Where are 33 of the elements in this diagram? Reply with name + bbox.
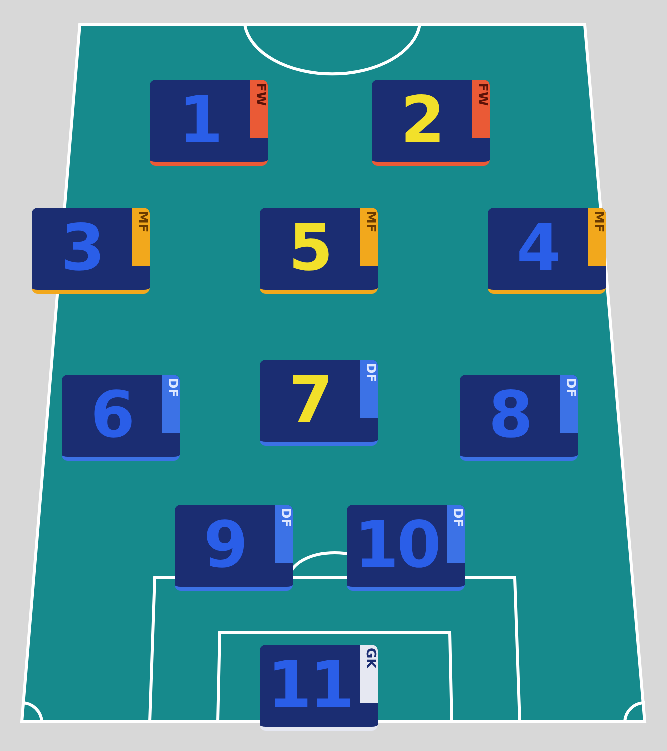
player-number: 10	[353, 508, 441, 585]
position-tag: DF	[162, 375, 180, 433]
position-tag: DF	[560, 375, 578, 433]
player-number: 3	[60, 211, 104, 288]
player-card	[372, 80, 490, 166]
player-card	[32, 208, 150, 294]
player-number: 7	[288, 363, 332, 440]
player-card	[460, 375, 578, 461]
player-card	[347, 505, 465, 591]
player-number: 4	[516, 211, 560, 288]
position-tag: GK	[360, 645, 378, 703]
player-card	[175, 505, 293, 591]
player-card	[488, 208, 606, 294]
player-number: 5	[288, 211, 332, 288]
player-number: 11	[266, 648, 354, 725]
position-tag: DF	[447, 505, 465, 563]
player-number: 8	[488, 378, 532, 455]
position-tag: DF	[360, 360, 378, 418]
player-number: 9	[202, 508, 248, 585]
position-tag: FW	[472, 80, 490, 138]
player-card	[260, 645, 378, 731]
player-number: 6	[90, 378, 134, 455]
position-tag: MF	[360, 208, 378, 266]
player-number: 1	[178, 83, 222, 160]
player-card	[260, 360, 378, 446]
position-tag: FW	[250, 80, 268, 138]
player-card	[150, 80, 268, 166]
position-tag: DF	[275, 505, 293, 563]
player-card	[62, 375, 180, 461]
position-tag: MF	[132, 208, 150, 266]
position-tag: MF	[588, 208, 606, 266]
player-card	[260, 208, 378, 294]
player-number: 2	[400, 83, 444, 160]
